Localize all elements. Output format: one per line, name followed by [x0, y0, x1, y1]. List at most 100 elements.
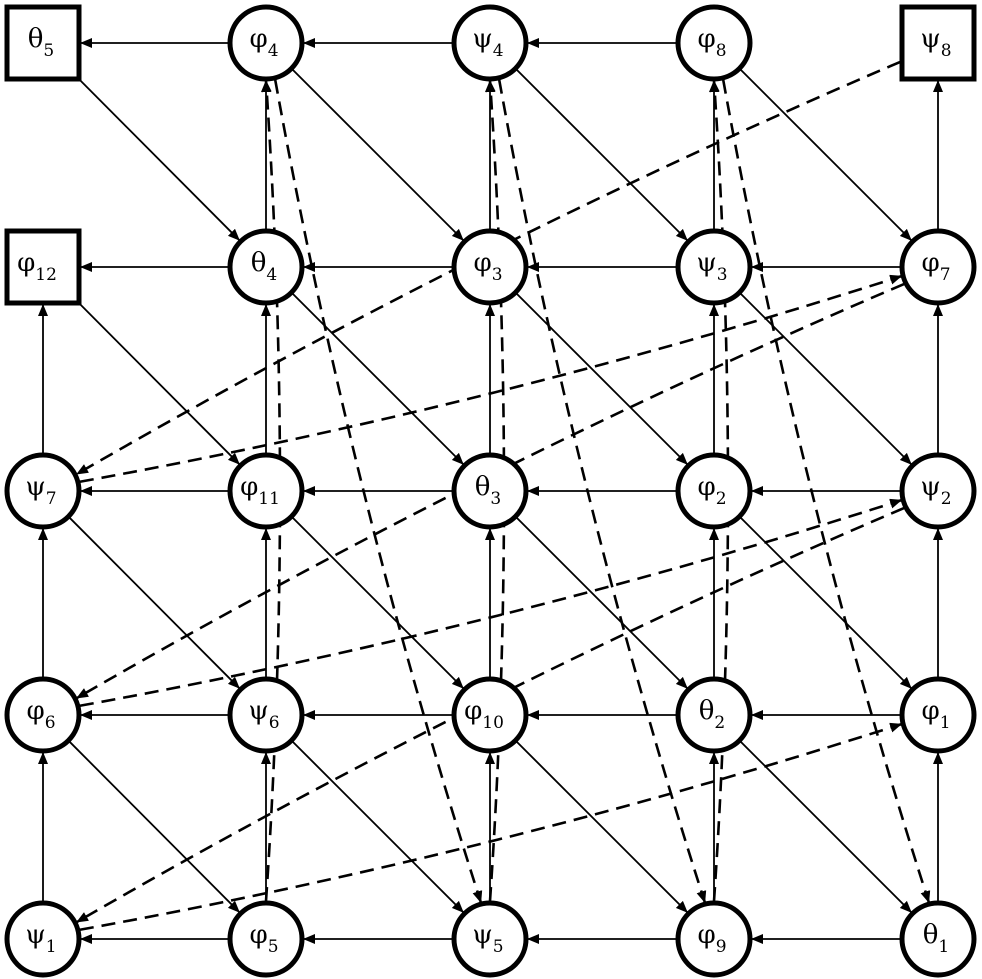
edge-phi6-to-psi2	[79, 498, 903, 708]
node-circle	[227, 4, 305, 82]
node-label-subscript: 1	[46, 937, 57, 957]
node-label-subscript: 8	[716, 41, 727, 61]
node-label: θ2	[699, 696, 725, 733]
node-square	[4, 4, 82, 82]
node-label-symbol: ψ	[25, 472, 45, 502]
node-label: φ6	[26, 696, 55, 733]
node-label-subscript: 2	[716, 489, 727, 509]
node-label-subscript: 3	[490, 489, 501, 509]
node-circle	[675, 228, 753, 306]
node-circle	[451, 900, 529, 978]
node-circle	[451, 228, 529, 306]
node-label-subscript: 5	[43, 41, 54, 61]
node-label: θ4	[251, 248, 277, 285]
node-psi1: ψ1	[4, 900, 82, 978]
node-label: ψ5	[472, 920, 503, 957]
node-label-symbol: φ	[249, 24, 267, 54]
node-psi4: ψ4	[451, 4, 529, 82]
node-label-subscript: 2	[714, 713, 725, 733]
node-circle	[451, 676, 529, 754]
node-theta4: θ4	[227, 228, 305, 306]
edge-psi4-to-psi3	[516, 69, 688, 241]
edge-phi4-to-psi5	[273, 79, 483, 904]
node-label: φ4	[249, 24, 278, 61]
node-label-subscript: 2	[941, 489, 952, 509]
node-phi9: φ9	[675, 900, 753, 978]
node-phi12: φ12	[4, 228, 82, 306]
node-label: ψ8	[920, 24, 951, 61]
edge-psi7-to-phi7	[79, 274, 903, 484]
node-label: ψ3	[696, 248, 727, 285]
node-circle	[899, 676, 977, 754]
node-label: φ9	[697, 920, 726, 957]
edge-phi12-to-phi11	[79, 303, 240, 465]
node-label-symbol: θ	[699, 696, 715, 726]
node-circle	[675, 452, 753, 530]
node-circle	[899, 228, 977, 306]
node-square	[899, 4, 977, 82]
node-phi6: φ6	[4, 676, 82, 754]
node-label-symbol: θ	[251, 248, 267, 278]
node-label-subscript: 3	[717, 265, 728, 285]
node-label-symbol: φ	[473, 248, 491, 278]
node-label: θ3	[475, 472, 501, 509]
node-label-symbol: ψ	[472, 920, 492, 950]
node-label: φ5	[249, 920, 278, 957]
edge-psi6-to-psi5	[292, 741, 464, 913]
node-label-symbol: φ	[921, 248, 939, 278]
node-theta5: θ5	[4, 4, 82, 82]
edge-theta2-to-theta1	[740, 741, 912, 913]
node-label-subscript: 4	[266, 265, 277, 285]
edge-phi11-to-phi10	[292, 517, 464, 689]
node-label-symbol: θ	[28, 24, 44, 54]
node-label-symbol: θ	[923, 920, 939, 950]
node-circle	[675, 4, 753, 82]
node-circle	[227, 676, 305, 754]
edge-phi8-to-phi7	[740, 69, 912, 241]
node-circle	[4, 676, 82, 754]
edge-psi4-to-phi9	[497, 79, 707, 904]
edge-phi4-to-phi3	[292, 69, 464, 241]
node-label-subscript: 10	[482, 713, 504, 733]
node-label: ψ4	[472, 24, 503, 61]
node-phi3: φ3	[451, 228, 529, 306]
node-circle	[227, 228, 305, 306]
node-phi7: φ7	[899, 228, 977, 306]
node-circle	[451, 4, 529, 82]
node-label: φ2	[697, 472, 726, 509]
edge-psi3-to-psi2	[740, 293, 912, 465]
edge-phi10-to-phi9	[516, 741, 688, 913]
edge-phi2-to-phi1	[740, 517, 912, 689]
node-circle	[899, 900, 977, 978]
node-label-symbol: ψ	[920, 472, 940, 502]
node-label-symbol: φ	[240, 472, 258, 502]
node-label-symbol: ψ	[472, 24, 492, 54]
node-phi4: φ4	[227, 4, 305, 82]
node-theta1: θ1	[899, 900, 977, 978]
node-label-subscript: 9	[716, 937, 727, 957]
node-label: θ1	[923, 920, 949, 957]
node-label: φ8	[697, 24, 726, 61]
edge-psi5-to-psi4	[485, 80, 506, 902]
node-label: φ11	[240, 472, 280, 509]
node-label-symbol: ψ	[248, 696, 268, 726]
node-circle	[451, 452, 529, 530]
node-label: φ12	[17, 248, 57, 285]
node-circle	[899, 452, 977, 530]
node-phi8: φ8	[675, 4, 753, 82]
edge-theta4-to-theta3	[292, 293, 464, 465]
node-label: φ1	[921, 696, 950, 733]
edge-phi8-to-theta1	[721, 79, 931, 904]
node-circle	[227, 452, 305, 530]
edge-psi7-to-psi6	[69, 517, 240, 689]
node-label-subscript: 7	[940, 265, 951, 285]
node-label-subscript: 12	[35, 265, 57, 285]
node-label-subscript: 3	[492, 265, 503, 285]
node-label-symbol: φ	[697, 920, 715, 950]
node-phi5: φ5	[227, 900, 305, 978]
node-label-subscript: 8	[941, 41, 952, 61]
node-label-symbol: ψ	[920, 24, 940, 54]
node-label-symbol: φ	[697, 24, 715, 54]
node-label-subscript: 4	[493, 41, 504, 61]
